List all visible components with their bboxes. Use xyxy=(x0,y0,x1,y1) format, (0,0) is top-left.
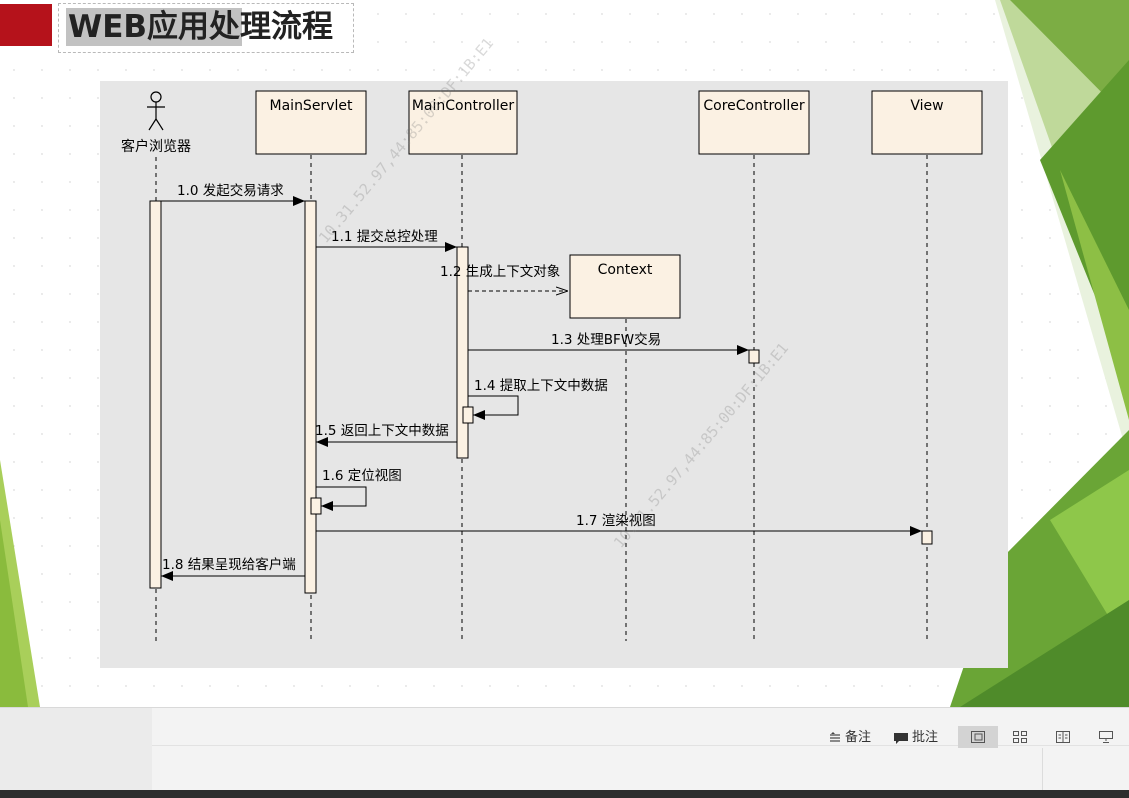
slide-sorter-icon xyxy=(1013,731,1027,743)
message-label-1-0: 1.0 发起交易请求 xyxy=(177,182,284,199)
message-arrow-1-6 xyxy=(316,486,367,511)
message-label-1-5: 1.5 返回上下文中数据 xyxy=(315,423,449,439)
activation-controller xyxy=(456,246,469,459)
slideshow-button[interactable] xyxy=(1086,726,1126,748)
taskbar-strip xyxy=(0,790,1129,798)
message-label-1-3: 1.3 处理BFW交易 xyxy=(551,331,661,348)
normal-view-button[interactable] xyxy=(958,726,998,748)
actor-figure xyxy=(147,91,165,131)
actor-label: 客户浏览器 xyxy=(121,138,191,155)
reading-view-icon xyxy=(1056,731,1070,743)
message-arrow-1-4 xyxy=(468,395,519,420)
lifeline-box-controller[interactable] xyxy=(408,90,518,155)
lifeline-box-context[interactable] xyxy=(569,254,681,319)
status-bar-separator xyxy=(1042,748,1043,791)
status-bar: 备注 批注 xyxy=(0,707,1129,791)
sequence-diagram-svg: 客户浏览器 MainServlet MainController xyxy=(121,90,983,641)
lifeline-label-view: View xyxy=(910,98,943,114)
message-label-1-6: 1.6 定位视图 xyxy=(322,468,402,484)
reading-view-button[interactable] xyxy=(1043,726,1083,748)
lifeline-label-core: CoreController xyxy=(703,98,805,114)
slide-sorter-button[interactable] xyxy=(1000,726,1040,748)
lifeline-label-controller: MainController xyxy=(412,98,515,114)
activation-servlet-self xyxy=(310,497,322,515)
comments-button[interactable]: 批注 xyxy=(893,728,938,748)
message-label-1-4: 1.4 提取上下文中数据 xyxy=(474,378,608,394)
message-label-1-8: 1.8 结果呈现给客户端 xyxy=(162,556,296,573)
slide: WEB应用处理流程 客户浏览器 xyxy=(0,0,1129,707)
notes-icon xyxy=(830,732,840,742)
normal-view-icon xyxy=(971,731,985,743)
notes-button[interactable]: 备注 xyxy=(828,728,871,748)
lifeline-box-view[interactable] xyxy=(871,90,983,155)
lifeline-label-context: Context xyxy=(598,262,653,278)
slide-title: WEB应用处理流程 xyxy=(68,9,333,45)
comment-icon xyxy=(894,732,908,744)
message-label-1-7: 1.7 渲染视图 xyxy=(576,513,656,529)
sequence-diagram[interactable]: 客户浏览器 MainServlet MainController xyxy=(100,81,1008,668)
title-selection-highlight xyxy=(66,8,242,46)
slideshow-icon xyxy=(1099,731,1113,743)
notes-pane[interactable] xyxy=(0,708,152,791)
activation-view xyxy=(921,530,933,545)
activation-core xyxy=(748,349,760,364)
comments-label: 批注 xyxy=(912,730,939,745)
notes-label: 备注 xyxy=(845,730,872,745)
activation-controller-self xyxy=(462,406,474,424)
title-accent-block xyxy=(0,4,52,46)
lifeline-box-servlet[interactable] xyxy=(255,90,367,155)
activation-actor xyxy=(149,200,162,589)
status-bar-divider xyxy=(0,745,1129,746)
activation-servlet xyxy=(304,200,317,594)
lifeline-label-servlet: MainServlet xyxy=(270,98,353,114)
message-label-1-1: 1.1 提交总控处理 xyxy=(331,228,438,245)
message-label-1-2: 1.2 生成上下文对象 xyxy=(440,264,560,280)
lifeline-box-core[interactable] xyxy=(698,90,810,155)
